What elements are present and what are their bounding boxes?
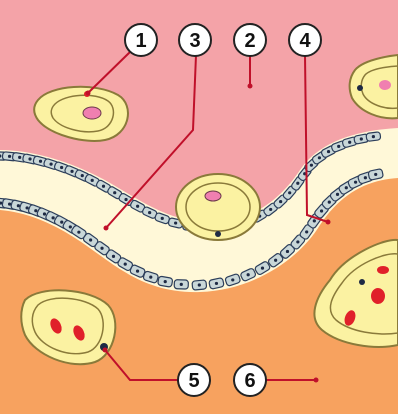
lower-layer-nucleus: [274, 259, 277, 262]
lower-layer-nucleus: [345, 186, 348, 189]
upper-layer-nucleus: [60, 166, 63, 169]
lower-layer-nucleus: [69, 225, 72, 228]
lower-layer-nucleus: [149, 275, 152, 278]
lower-layer-nucleus: [247, 273, 250, 276]
callout-2: 2: [234, 24, 266, 56]
callout-1: 1: [125, 24, 157, 56]
lower-layer-nucleus: [215, 282, 218, 285]
upper-layer-nucleus: [296, 182, 299, 185]
lower-layer-nucleus: [374, 173, 377, 176]
lower-layer-nucleus: [198, 283, 201, 286]
lower-layer-nucleus: [124, 263, 127, 266]
lower-layer-nucleus: [43, 212, 46, 215]
lower-layer-nucleus: [320, 209, 323, 212]
upper-layer-nucleus: [28, 157, 31, 160]
lower-layer-nucleus: [305, 230, 308, 233]
callout-1-label: 1: [135, 30, 146, 52]
upper-layer-nucleus: [136, 205, 139, 208]
upper-layer-nucleus: [161, 217, 164, 220]
lower-layer-nucleus: [52, 216, 55, 219]
lower-layer-nucleus: [136, 270, 139, 273]
upper-layer-nucleus: [348, 141, 351, 144]
upper-layer-nucleus: [113, 191, 116, 194]
upper-layer-nucleus: [327, 150, 330, 153]
upper-layer-nucleus: [148, 211, 151, 214]
lower-layer-nucleus: [261, 266, 264, 269]
lower-layer-nucleus: [354, 181, 357, 184]
callout-6: 6: [234, 364, 266, 396]
lower-layer-nucleus: [336, 193, 339, 196]
lower-layer-nucleus: [231, 278, 234, 281]
upper-layer-nucleus: [49, 163, 52, 166]
lower-layer-nucleus: [60, 221, 63, 224]
lower-layer-nucleus: [296, 240, 299, 243]
upper-layer-nucleus: [337, 145, 340, 148]
yellow-cell-center: [176, 174, 260, 240]
callout-5: 5: [178, 364, 210, 396]
callout-6-label: 6: [244, 370, 255, 392]
lower-layer-nucleus: [89, 238, 92, 241]
lower-layer-nucleus: [164, 280, 167, 283]
lower-layer-nucleus: [313, 219, 316, 222]
upper-layer-nucleus: [310, 164, 313, 167]
upper-layer-nucleus: [70, 170, 73, 173]
upper-layer-nucleus: [288, 191, 291, 194]
upper-layer-nucleus: [279, 200, 282, 203]
upper-layer-nucleus: [372, 135, 375, 138]
upper-layer-nucleus: [8, 155, 11, 158]
upper-layer-nucleus: [91, 179, 94, 182]
upper-layer-nucleus: [318, 156, 321, 159]
upper-layer-nucleus: [174, 221, 177, 224]
upper-layer-nucleus: [18, 156, 21, 159]
lower-layer-nucleus: [100, 247, 103, 250]
lower-layer-nucleus: [286, 250, 289, 253]
upper-layer-nucleus: [124, 198, 127, 201]
callout-4-label: 4: [299, 30, 311, 52]
upper-layer-nucleus: [81, 174, 84, 177]
upper-layer-nucleus: [102, 185, 105, 188]
lower-layer-nucleus: [180, 283, 183, 286]
callout-3-label: 3: [189, 30, 200, 52]
lower-layer-nucleus: [26, 206, 29, 209]
callout-5-label: 5: [188, 370, 199, 392]
callout-3: 3: [179, 24, 211, 56]
lower-layer-nucleus: [112, 255, 115, 258]
lower-layer-nucleus: [328, 201, 331, 204]
callout-2-label: 2: [244, 30, 255, 52]
callout-4: 4: [289, 24, 321, 56]
upper-layer-nucleus: [269, 208, 272, 211]
lower-layer-nucleus: [364, 176, 367, 179]
lower-layer-nucleus: [77, 231, 80, 234]
lower-layer-nucleus: [34, 209, 37, 212]
upper-layer-nucleus: [39, 160, 42, 163]
upper-layer-nucleus: [360, 137, 363, 140]
